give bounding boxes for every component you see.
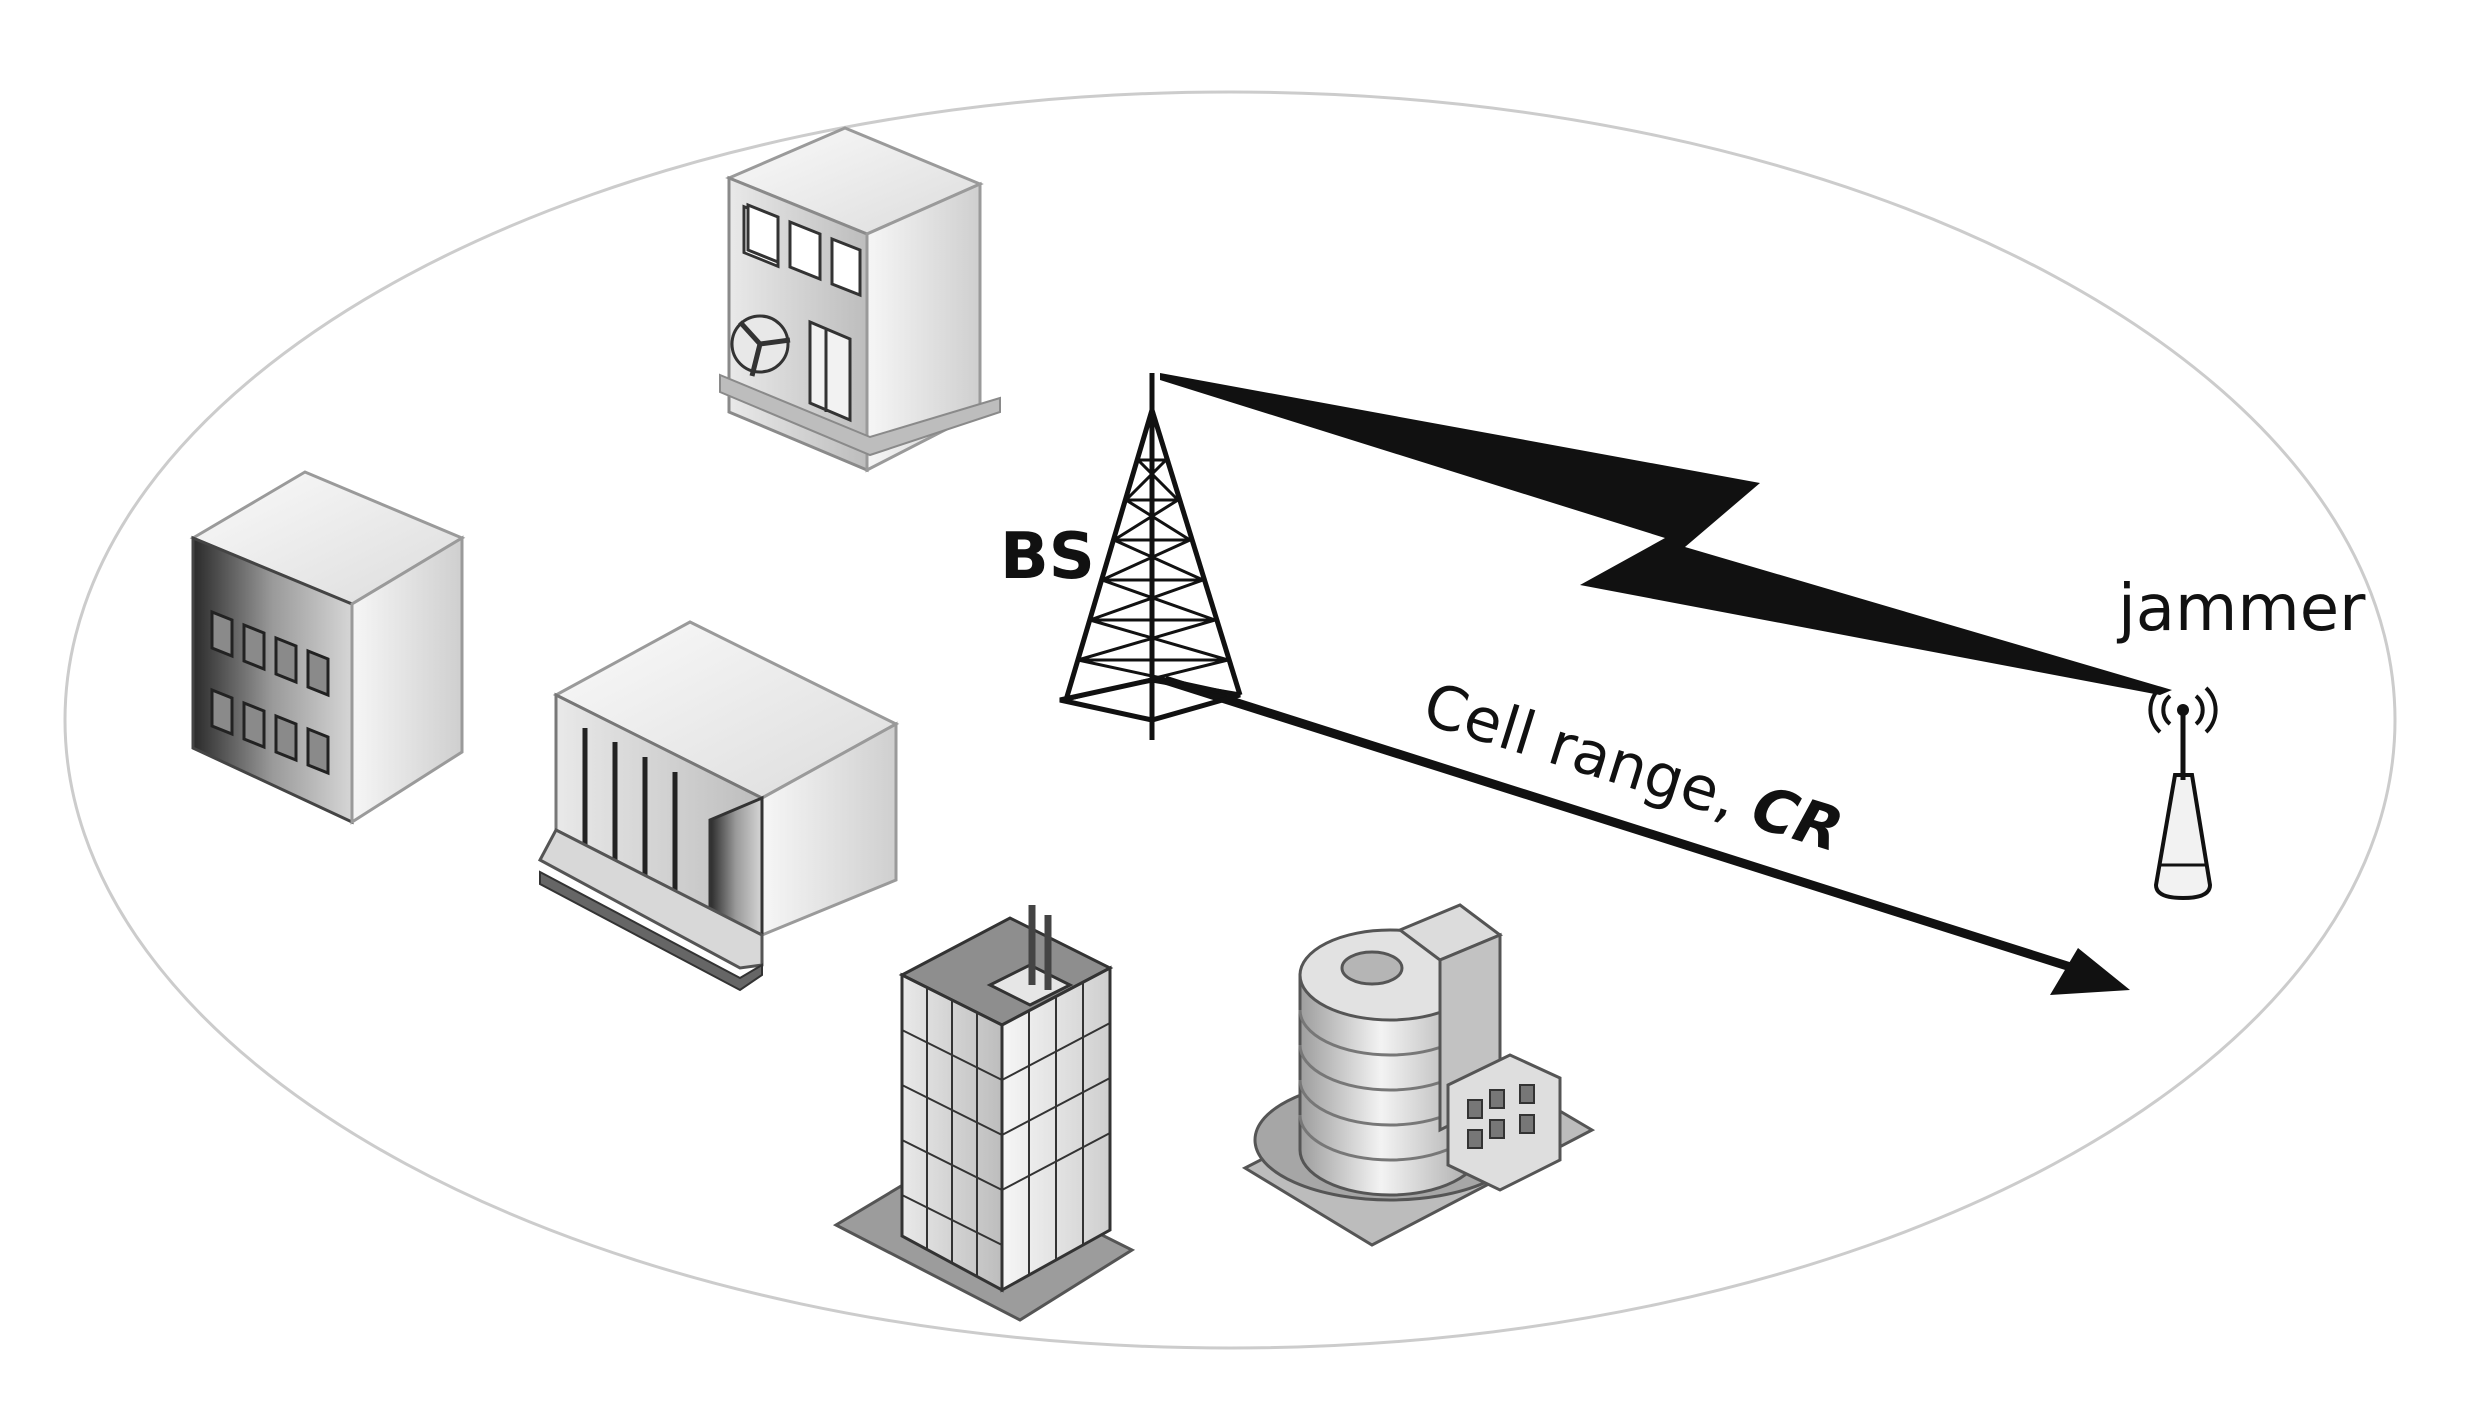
- factory-building-icon: [719, 126, 1001, 473]
- office-building-icon: [189, 470, 466, 825]
- jamming-link-zigzag: [1160, 373, 2172, 695]
- round-tower-building-icon: [1241, 903, 1596, 1247]
- jammer-antenna-icon: [2148, 686, 2218, 901]
- skyscraper-building-icon: [832, 905, 1136, 1322]
- lattice-tower-icon: [1059, 373, 1243, 740]
- jammer-label: jammer: [2116, 572, 2366, 646]
- cell-range-symbol: CR: [1744, 772, 1851, 866]
- cell-range-label: Cell range, CR: [1416, 670, 1851, 867]
- bs-label: BS: [1000, 520, 1095, 594]
- cell-range-arrow: [1163, 675, 2130, 995]
- bank-building-icon: [537, 620, 900, 992]
- cell-boundary: [63, 90, 2397, 1350]
